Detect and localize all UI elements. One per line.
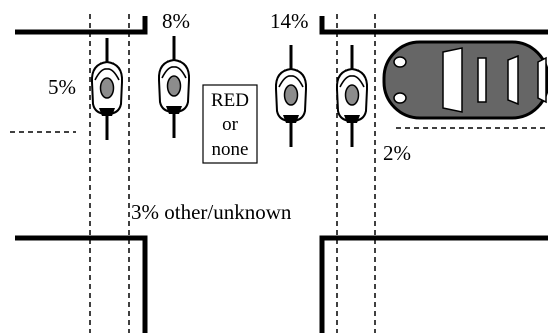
bicycle-icon <box>157 34 191 140</box>
car-icon <box>382 40 548 120</box>
bicycle-icon <box>90 36 124 142</box>
lane-markings <box>10 14 548 333</box>
other-unknown-label: 3% other/unknown <box>131 200 292 224</box>
curb-bottom-left <box>15 235 148 333</box>
signal-line-1: RED <box>211 90 249 111</box>
curb-top-right <box>319 16 548 35</box>
signal-line-2: or <box>222 114 239 135</box>
percent-label-third-bike: 14% <box>270 9 309 33</box>
bicycle-icon <box>335 43 369 149</box>
curb-bottom-right <box>319 235 548 333</box>
signal-box: RED or none <box>202 84 258 164</box>
percent-label-left-bike: 5% <box>48 75 76 99</box>
bicycle-icon <box>274 43 308 149</box>
road-edges <box>15 16 548 333</box>
percent-label-second-bike: 8% <box>162 9 190 33</box>
curb-top-left <box>15 16 148 35</box>
signal-line-3: none <box>212 139 249 160</box>
percent-label-right-bike: 2% <box>383 141 411 165</box>
